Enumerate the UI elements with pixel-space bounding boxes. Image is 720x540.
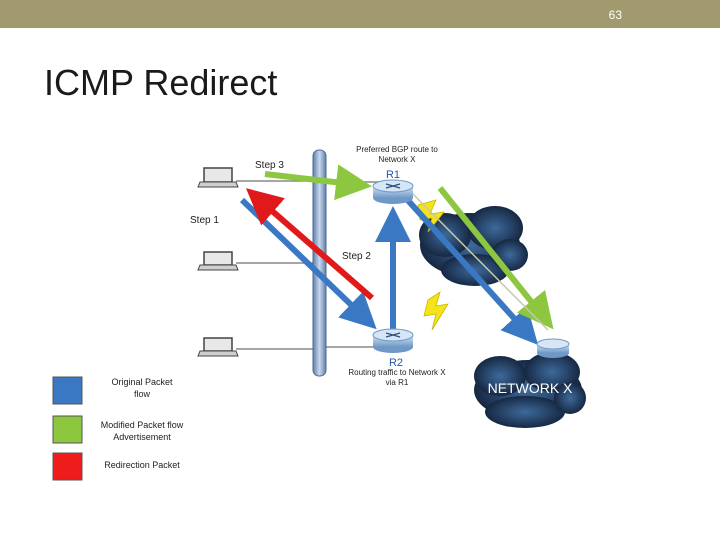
- label-preferred-line2: Network X: [379, 155, 417, 164]
- label-preferred-line1: Preferred BGP route to: [356, 145, 438, 154]
- label-step2: Step 2: [342, 251, 371, 262]
- label-routing-line2: via R1: [386, 378, 409, 387]
- legend-label-original-line1: Original Packet: [111, 377, 173, 387]
- legend-swatch-original: [53, 377, 82, 404]
- legend-label-redirection: Redirection Packet: [104, 460, 180, 470]
- laptop-icon-host2: [198, 252, 238, 270]
- legend-swatch-redirection: [53, 453, 82, 480]
- label-r1: R1: [386, 169, 400, 181]
- label-network-x: NETWORK X: [488, 380, 573, 396]
- legend-label-modified-line1: Modified Packet flow: [101, 420, 184, 430]
- legend-label-original-line2: flow: [134, 389, 151, 399]
- legend-swatch-modified: [53, 416, 82, 443]
- router-icon-r2: [373, 329, 413, 353]
- legend: Original Packet flow Modified Packet flo…: [53, 377, 184, 480]
- label-step1: Step 1: [190, 215, 219, 226]
- router-icon-edge: [537, 339, 569, 358]
- label-step3: Step 3: [255, 160, 284, 171]
- legend-label-modified-line2: Advertisement: [113, 432, 171, 442]
- laptop-icon-host3: [198, 338, 238, 356]
- laptop-icon-host1: [198, 168, 238, 187]
- lightning-icon-2: [424, 292, 448, 330]
- label-routing-line1: Routing traffic to Network X: [348, 368, 446, 377]
- ethernet-bus: [313, 150, 326, 376]
- router-icon-r1: [373, 180, 413, 204]
